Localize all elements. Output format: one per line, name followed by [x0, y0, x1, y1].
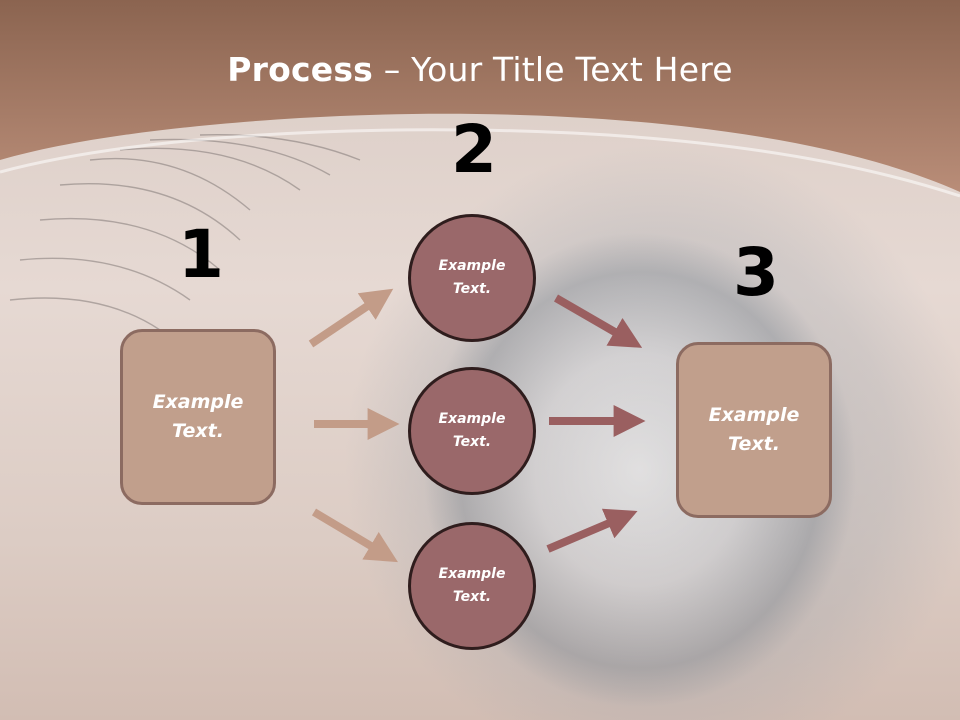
step-number-1: 1	[178, 216, 224, 293]
eyelash-lines	[9, 134, 361, 331]
circle-bottom-text: Example Text.	[438, 566, 506, 605]
circle-bottom[interactable]: Example Text.	[408, 522, 536, 650]
step-number-3: 3	[733, 234, 779, 311]
arrow-from-circle-top	[553, 294, 643, 348]
step-3-box[interactable]: Example Text.	[676, 342, 832, 518]
arrow-to-circle-bottom	[311, 508, 398, 563]
step-1-box[interactable]: Example Text.	[120, 329, 276, 505]
header-curve-line	[0, 128, 960, 198]
header-band	[0, 0, 960, 192]
circle-middle[interactable]: Example Text.	[408, 367, 536, 495]
title-rest: – Your Title Text Here	[373, 50, 733, 89]
step-number-2: 2	[451, 111, 497, 188]
step-1-text: Example Text.	[152, 391, 244, 442]
circle-top-text: Example Text.	[438, 258, 506, 297]
arrow-from-circle-bottom	[546, 508, 638, 553]
circle-top[interactable]: Example Text.	[408, 214, 536, 342]
step-3-text: Example Text.	[708, 404, 800, 455]
slide-title: Process – Your Title Text Here	[0, 50, 960, 89]
arrow-to-circle-top	[308, 288, 394, 348]
circle-middle-text: Example Text.	[438, 411, 506, 450]
title-bold: Process	[227, 50, 374, 89]
